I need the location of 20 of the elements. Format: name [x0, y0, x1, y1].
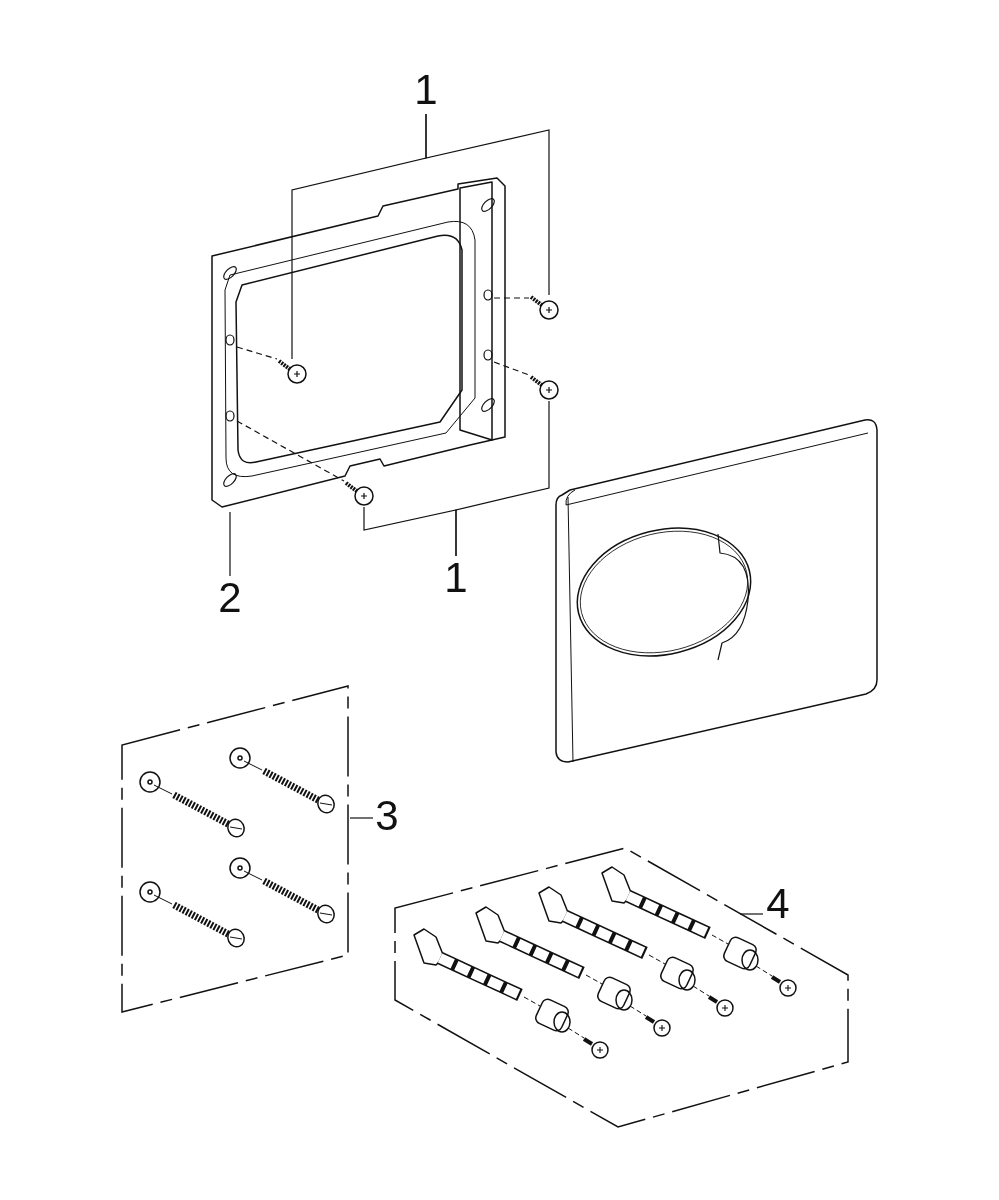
assembly-line	[493, 361, 530, 376]
assembly-line	[236, 346, 278, 360]
kit-outline	[120, 684, 350, 1014]
screw-drawing	[344, 481, 375, 507]
callout-number: 4	[763, 882, 793, 928]
leader-line	[349, 817, 374, 819]
screw-drawing	[277, 359, 308, 385]
leader-line	[291, 113, 427, 360]
assembly-line	[493, 297, 530, 299]
screw-drawing	[529, 375, 560, 401]
callout-number: 1	[441, 556, 471, 602]
callout-number: 3	[373, 794, 401, 840]
leader-line	[739, 913, 764, 915]
screw-drawing	[529, 295, 560, 321]
callout-number: 2	[215, 576, 245, 622]
assembly-line	[236, 420, 345, 482]
callout-number: 1	[411, 68, 441, 114]
kit-outline	[393, 846, 850, 1129]
leader-line	[363, 506, 457, 557]
leader-line	[229, 511, 231, 577]
